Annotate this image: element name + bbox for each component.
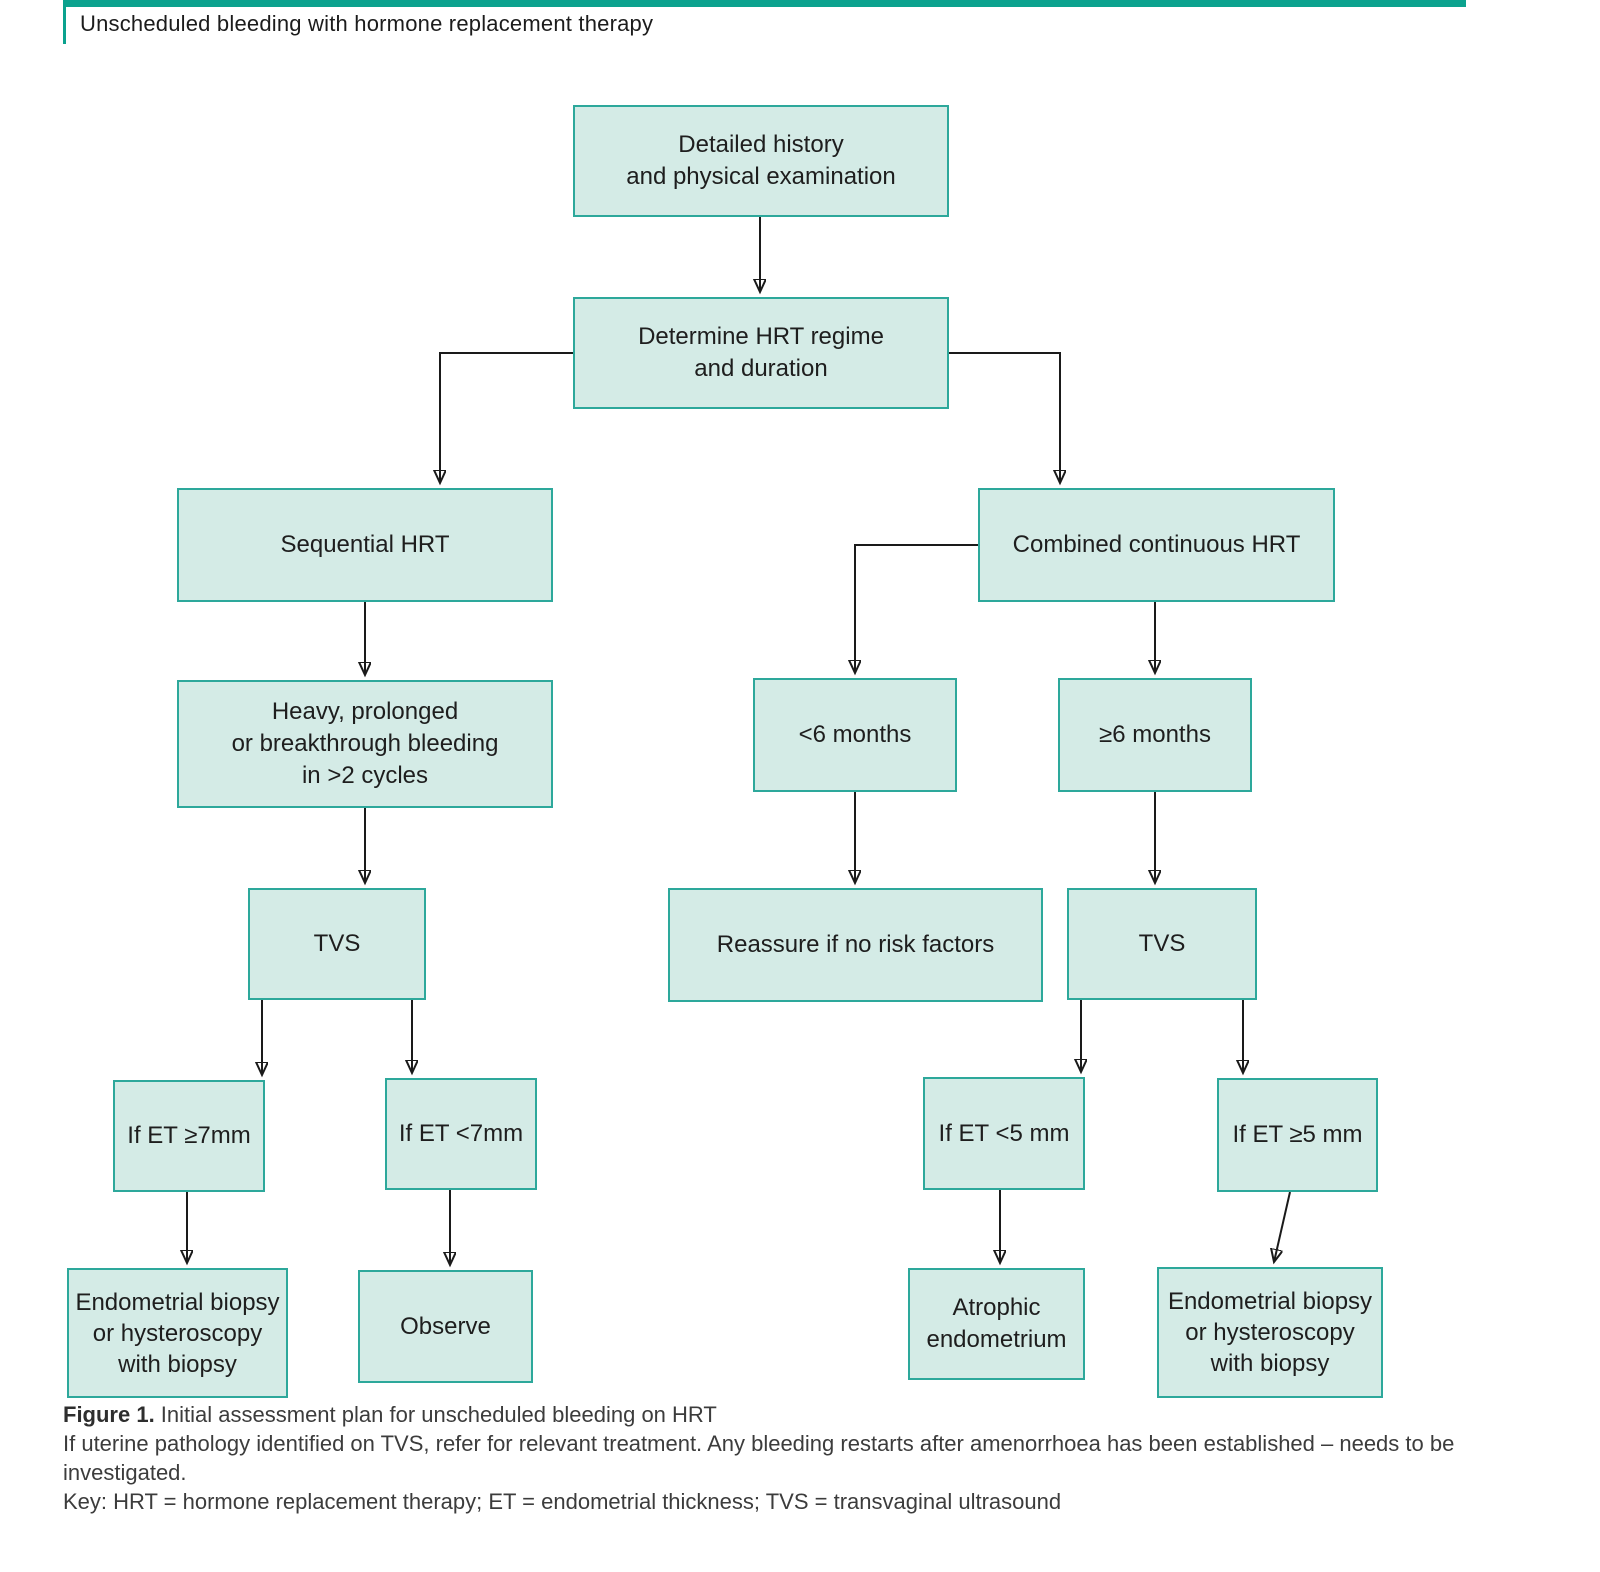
caption-line-1: Figure 1. Initial assessment plan for un… [63, 1402, 1563, 1431]
node-et-ge-5mm: If ET ≥5 mm [1217, 1078, 1378, 1192]
node-combined-continuous-hrt: Combined continuous HRT [978, 488, 1335, 602]
node-sequential-hrt: Sequential HRT [177, 488, 553, 602]
node-observe: Observe [358, 1270, 533, 1383]
figure-label: Figure 1. [63, 1402, 155, 1427]
figure-caption: Figure 1. Initial assessment plan for un… [63, 1402, 1563, 1518]
caption-line-2: If uterine pathology identified on TVS, … [63, 1431, 1455, 1456]
page-title: Unscheduled bleeding with hormone replac… [80, 11, 654, 36]
node-reassure: Reassure if no risk factors [668, 888, 1043, 1002]
connector-regime-to-combined [948, 352, 1060, 483]
node-et-lt-5mm: If ET <5 mm [923, 1077, 1085, 1190]
node-detailed-history: Detailed history and physical examinatio… [573, 105, 949, 217]
node-tvs-left: TVS [248, 888, 426, 1000]
node-endometrial-biopsy-right: Endometrial biopsy or hysteroscopy with … [1157, 1267, 1383, 1398]
node-endometrial-biopsy-left: Endometrial biopsy or hysteroscopy with … [67, 1268, 288, 1398]
figure-title: Initial assessment plan for unscheduled … [154, 1402, 717, 1427]
header-accent-bar [63, 0, 1466, 7]
node-less-6-months: <6 months [753, 678, 957, 792]
node-et-lt-7mm: If ET <7mm [385, 1078, 537, 1190]
node-ge-6-months: ≥6 months [1058, 678, 1252, 792]
caption-line-3: investigated. [63, 1460, 187, 1485]
caption-key: Key: HRT = hormone replacement therapy; … [63, 1489, 1062, 1514]
connector-regime-to-sequential [440, 352, 573, 483]
node-determine-hrt-regime: Determine HRT regime and duration [573, 297, 949, 409]
node-heavy-bleeding: Heavy, prolonged or breakthrough bleedin… [177, 680, 553, 808]
node-atrophic-endometrium: Atrophic endometrium [908, 1268, 1085, 1380]
node-tvs-right: TVS [1067, 888, 1257, 1000]
header-accent-tick [63, 0, 66, 44]
node-et-ge-7mm: If ET ≥7mm [113, 1080, 265, 1192]
connector-combined-to-lt6 [855, 544, 978, 673]
connector-ge5-to-biopsy-right [1274, 1191, 1291, 1262]
